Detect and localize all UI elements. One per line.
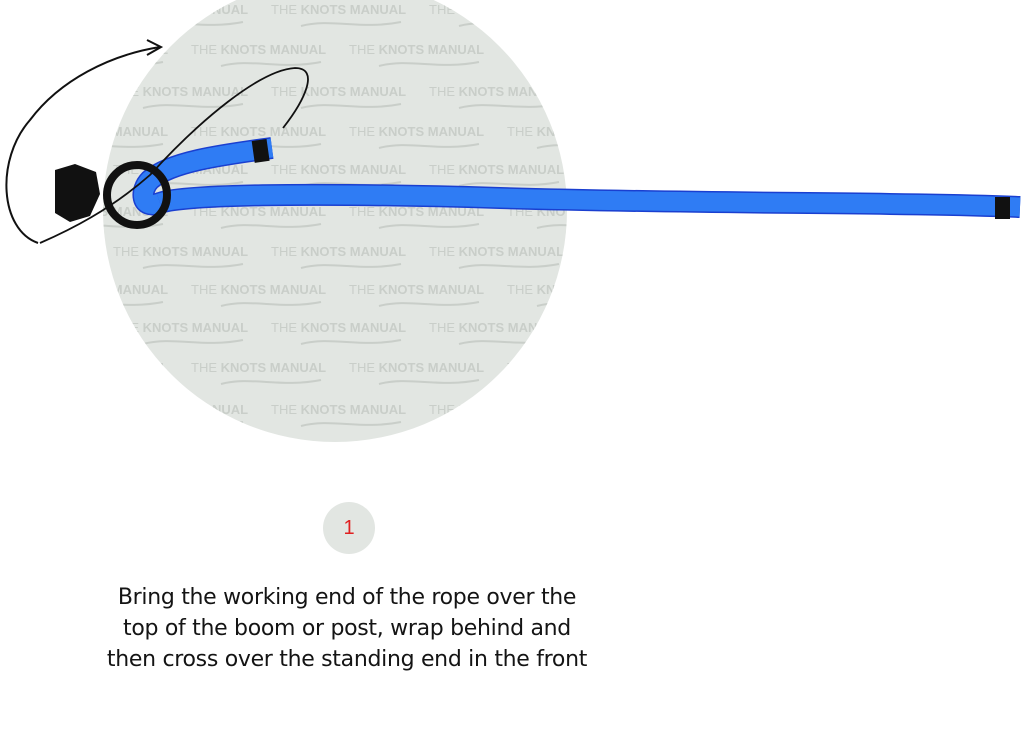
svg-text:THE KNOTS MANUAL: THE KNOTS MANUAL [271,162,406,177]
rope-whipping-working [251,138,270,163]
step-number: 1 [343,516,355,539]
svg-text:THE KNOTS MANUAL: THE KNOTS MANUAL [0,2,90,17]
instruction-caption: Bring the working end of the rope over t… [60,582,634,675]
svg-text:THE KNOTS MANUAL: THE KNOTS MANUAL [271,244,406,259]
step-number-badge: 1 [323,502,375,554]
svg-text:THE KNOTS MANUAL: THE KNOTS MANUAL [349,42,484,57]
svg-text:THE KNOTS MANUAL: THE KNOTS MANUAL [429,244,564,259]
svg-text:THE KNOTS MANUAL: THE KNOTS MANUAL [507,360,642,375]
svg-text:THE KNOTS MANUAL: THE KNOTS MANUAL [271,2,406,17]
svg-text:THE KNOTS MANUAL: THE KNOTS MANUAL [113,2,248,17]
svg-text:THE KNOTS MANUAL: THE KNOTS MANUAL [507,42,642,57]
svg-text:THE KNOTS MANUAL: THE KNOTS MANUAL [0,244,90,259]
svg-text:THE KNOTS MANUAL: THE KNOTS MANUAL [587,2,722,17]
svg-text:THE KNOTS MANUAL: THE KNOTS MANUAL [0,320,90,335]
hexagon-post [55,164,100,222]
svg-text:THE KNOTS MANUAL: THE KNOTS MANUAL [33,124,168,139]
svg-text:THE KNOTS MANUAL: THE KNOTS MANUAL [349,282,484,297]
svg-text:THE KNOTS MANUAL: THE KNOTS MANUAL [113,244,248,259]
caption-line: Bring the working end of the rope over t… [117,585,577,610]
svg-text:THE KNOTS MANUAL: THE KNOTS MANUAL [429,402,564,417]
rope-whipping-standing [995,197,1010,219]
svg-text:THE KNOTS MANUAL: THE KNOTS MANUAL [429,84,564,99]
svg-text:THE KNOTS MANUAL: THE KNOTS MANUAL [271,402,406,417]
svg-text:THE KNOTS MANUAL: THE KNOTS MANUAL [271,320,406,335]
svg-text:THE KNOTS MANUAL: THE KNOTS MANUAL [349,360,484,375]
svg-text:THE KNOTS MANUAL: THE KNOTS MANUAL [587,320,722,335]
svg-text:THE KNOTS MANUAL: THE KNOTS MANUAL [33,360,168,375]
svg-text:THE KNOTS MANUAL: THE KNOTS MANUAL [587,244,722,259]
svg-text:THE KNOTS MANUAL: THE KNOTS MANUAL [113,402,248,417]
arrowhead-icon [146,39,164,56]
svg-text:THE KNOTS MANUAL: THE KNOTS MANUAL [0,360,10,375]
svg-text:THE KNOTS MANUAL: THE KNOTS MANUAL [0,84,90,99]
svg-text:THE KNOTS MANUAL: THE KNOTS MANUAL [271,84,406,99]
background-circle [103,0,567,442]
svg-text:THE KNOTS MANUAL: THE KNOTS MANUAL [0,42,10,57]
svg-text:THE KNOTS MANUAL: THE KNOTS MANUAL [507,124,642,139]
svg-text:THE KNOTS MANUAL: THE KNOTS MANUAL [0,124,10,139]
svg-text:THE KNOTS MANUAL: THE KNOTS MANUAL [191,282,326,297]
svg-text:THE KNOTS MANUAL: THE KNOTS MANUAL [429,2,564,17]
direction-arrow [5,46,161,244]
svg-text:THE KNOTS MANUAL: THE KNOTS MANUAL [33,282,168,297]
svg-text:THE KNOTS MANUAL: THE KNOTS MANUAL [429,162,564,177]
svg-text:THE KNOTS MANUAL: THE KNOTS MANUAL [191,124,326,139]
svg-text:THE KNOTS MANUAL: THE KNOTS MANUAL [587,402,722,417]
svg-text:THE KNOTS MANUAL: THE KNOTS MANUAL [587,162,722,177]
svg-text:THE KNOTS MANUAL: THE KNOTS MANUAL [0,402,90,417]
svg-text:THE KNOTS MANUAL: THE KNOTS MANUAL [113,320,248,335]
svg-text:THE KNOTS MANUAL: THE KNOTS MANUAL [507,282,642,297]
path-guide-line [39,67,309,244]
svg-text:THE KNOTS MANUAL: THE KNOTS MANUAL [587,84,722,99]
svg-text:THE KNOTS MANUAL: THE KNOTS MANUAL [113,84,248,99]
ring [103,161,171,229]
svg-text:THE KNOTS MANUAL: THE KNOTS MANUAL [191,42,326,57]
svg-text:THE KNOTS MANUAL: THE KNOTS MANUAL [349,124,484,139]
caption-line: then cross over the standing end in the … [106,647,588,672]
svg-text:THE KNOTS MANUAL: THE KNOTS MANUAL [0,282,10,297]
svg-text:THE KNOTS MANUAL: THE KNOTS MANUAL [191,360,326,375]
caption-line: top of the boom or post, wrap behind and [123,616,571,641]
svg-text:THE KNOTS MANUAL: THE KNOTS MANUAL [429,320,564,335]
